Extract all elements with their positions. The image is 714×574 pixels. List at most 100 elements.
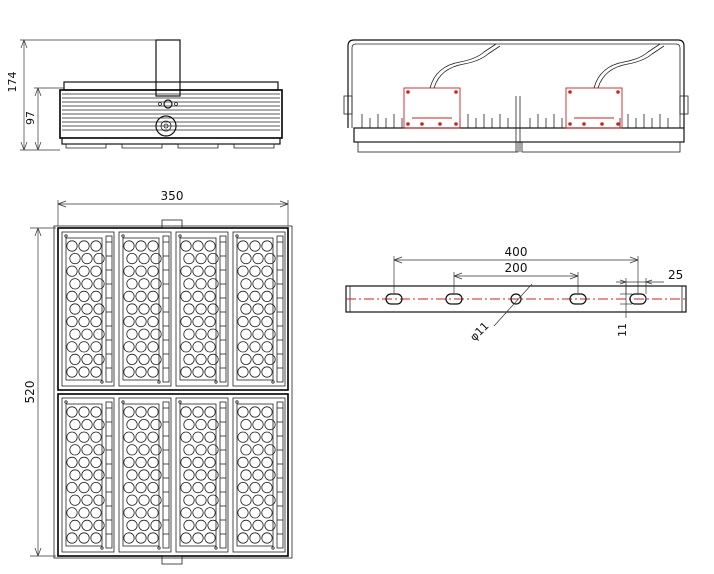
- led-lens: [192, 240, 204, 252]
- led-lens: [180, 431, 192, 443]
- led-lens: [147, 366, 159, 378]
- led-lens: [90, 431, 102, 443]
- led-lens: [147, 290, 159, 302]
- led-lens: [195, 444, 207, 456]
- led-lens: [147, 315, 159, 328]
- led-lens: [123, 265, 135, 277]
- mounting-bracket-arm: [155, 39, 181, 97]
- led-module-grid: [61, 231, 286, 553]
- led-lens: [90, 240, 102, 252]
- led-lens: [261, 431, 273, 443]
- module-divider: [219, 401, 227, 549]
- led-lens: [207, 444, 219, 456]
- led-lens: [264, 278, 276, 290]
- led-lens: [264, 253, 276, 265]
- led-lens: [90, 265, 102, 277]
- led-lens: [180, 507, 192, 519]
- led-lens: [93, 353, 105, 365]
- led-lens: [66, 315, 78, 328]
- dim-label-phi11: φ11: [467, 319, 491, 343]
- led-lens: [126, 519, 138, 532]
- led-lens: [135, 431, 147, 443]
- led-lens: [90, 366, 102, 378]
- led-lens: [207, 494, 219, 506]
- led-lens: [261, 240, 273, 252]
- led-lens: [150, 328, 162, 340]
- led-lens: [180, 366, 192, 378]
- led-lens: [81, 519, 93, 532]
- led-lens: [93, 253, 105, 265]
- led-lens: [135, 406, 147, 418]
- led-lens: [264, 328, 276, 340]
- led-lens: [147, 507, 159, 519]
- led-lens: [204, 341, 216, 353]
- led-lens: [207, 418, 219, 431]
- led-lens: [264, 353, 276, 365]
- led-lens: [69, 469, 81, 481]
- led-lens: [90, 406, 102, 418]
- led-lens: [78, 481, 90, 494]
- lens-bumps: [65, 143, 275, 149]
- led-lens: [183, 519, 195, 532]
- led-lens: [252, 418, 264, 431]
- led-lens: [249, 481, 261, 494]
- led-lens: [249, 532, 261, 544]
- led-lens: [135, 290, 147, 302]
- led-lens: [93, 328, 105, 340]
- led-lens: [81, 444, 93, 456]
- section-fins: [361, 114, 669, 128]
- led-lens: [78, 456, 90, 468]
- led-lens: [183, 494, 195, 506]
- led-lens: [135, 532, 147, 544]
- led-module: [118, 397, 172, 553]
- led-lens: [138, 303, 150, 315]
- led-lens: [195, 328, 207, 340]
- led-lens: [237, 532, 249, 544]
- bottom-tab: [161, 555, 183, 565]
- top-tab: [161, 219, 183, 229]
- led-lens: [81, 494, 93, 506]
- led-lens: [123, 431, 135, 443]
- led-lens: [138, 278, 150, 290]
- led-lens: [261, 315, 273, 328]
- led-lens: [81, 303, 93, 315]
- led-lens: [207, 469, 219, 481]
- led-lens: [240, 253, 252, 265]
- led-lens: [135, 366, 147, 378]
- led-lens: [237, 265, 249, 277]
- led-lens: [183, 303, 195, 315]
- lens-frame: [61, 137, 281, 145]
- led-lens: [180, 406, 192, 418]
- dim-label-11: 11: [616, 323, 629, 337]
- led-lens: [207, 303, 219, 315]
- led-lens: [264, 444, 276, 456]
- led-module: [118, 231, 172, 387]
- led-lens: [249, 406, 261, 418]
- led-lens: [147, 341, 159, 353]
- led-lens: [90, 456, 102, 468]
- led-lens: [78, 406, 90, 418]
- led-lens: [123, 341, 135, 353]
- led-lens: [66, 290, 78, 302]
- led-lens: [204, 290, 216, 302]
- led-lens: [150, 278, 162, 290]
- led-lens: [135, 240, 147, 252]
- led-lens: [183, 444, 195, 456]
- led-lens: [249, 341, 261, 353]
- led-lens: [180, 265, 192, 277]
- led-lens: [66, 532, 78, 544]
- led-lens: [261, 290, 273, 302]
- led-lens: [207, 328, 219, 340]
- led-lens: [204, 315, 216, 328]
- led-lens: [126, 328, 138, 340]
- led-lens: [81, 253, 93, 265]
- cable-right: [593, 43, 661, 89]
- led-lens: [237, 481, 249, 494]
- led-lens: [252, 494, 264, 506]
- led-lens: [147, 431, 159, 443]
- driver-box-left: [403, 87, 461, 129]
- led-lens: [123, 406, 135, 418]
- led-lens: [192, 431, 204, 443]
- led-lens: [150, 353, 162, 365]
- led-lens: [150, 494, 162, 506]
